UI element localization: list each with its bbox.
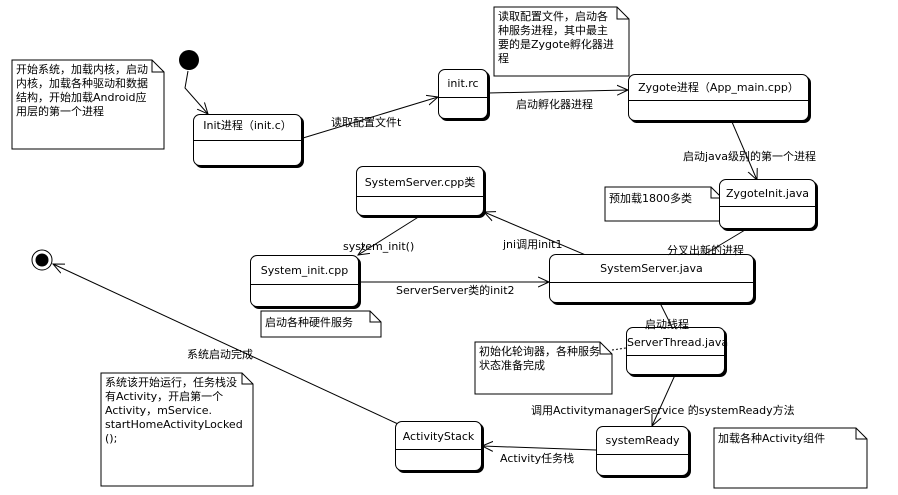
state-activity-stack: ActivityStack (395, 421, 482, 471)
note-load-activity-shape (713, 427, 868, 489)
state-init: Init进程（init.c） (193, 114, 302, 166)
state-system-server-cpp: SystemServer.cpp类 (356, 166, 484, 216)
state-zygote: Zygote进程（App_main.cpp） (628, 74, 809, 121)
edge-systemserver-to-serverthread (659, 302, 673, 328)
edge-zygote-to-zygoteinit (731, 121, 757, 180)
state-system-init-cpp: System_init.cpp (250, 255, 359, 307)
label-start-thread: 启动线程 (645, 318, 689, 331)
state-system-server-java-title: SystemServer.java (600, 262, 703, 275)
final-node-inner (35, 253, 49, 267)
note-polling: 初始化轮询器，各种服务状态准备完成 (479, 345, 600, 372)
note-load-activity: 加载各种Activity组件 (718, 432, 826, 445)
state-init-title: Init进程（init.c） (203, 119, 292, 132)
state-zygote-init-title: ZygoteInit.java (726, 187, 809, 200)
note-preload: 预加载1800多类 (609, 192, 692, 205)
state-system-init-cpp-title: System_init.cpp (260, 264, 349, 277)
edge-systemserver-to-cpp (484, 212, 589, 257)
note-polling-shape (474, 341, 613, 395)
label-read-config-file: 读取配置文件t (331, 116, 402, 129)
edge-initrc-to-zygote (487, 90, 628, 93)
note-start-system: 开始系统，加载内核，启动内核，加载各种驱动和数据结构，开始加载Android应用… (16, 63, 148, 118)
note-start-home: 系统该开始运行，任务栈没有Activity，开启第一个Activity，mSer… (105, 376, 243, 445)
label-system-start-done: 系统启动完成 (187, 348, 253, 361)
initial-node (179, 50, 199, 70)
state-activity-stack-title: ActivityStack (402, 430, 475, 443)
state-init-rc: init.rc (438, 69, 488, 119)
edge-activitystack-to-final (53, 264, 399, 425)
label-start-java-first: 启动java级别的第一个进程 (683, 150, 817, 163)
state-system-ready-title: systemReady (605, 434, 680, 447)
state-system-server-java: SystemServer.java (549, 254, 754, 303)
state-zygote-init: ZygoteInit.java (719, 179, 816, 229)
state-server-thread-title: ServerThread.java (627, 336, 729, 349)
label-fork-new: 分叉出新的进程 (667, 244, 744, 257)
edge-serverthread-to-systemready (652, 374, 676, 426)
label-system-init-call: system_init() (343, 240, 415, 253)
edge-cpp-to-systeminit (358, 215, 421, 255)
note-preload-shape (604, 186, 723, 222)
note-hardware: 启动各种硬件服务 (265, 316, 353, 329)
label-call-system-ready: 调用ActivitymanagerService 的systemReady方法 (531, 404, 795, 417)
label-init2: ServerServer类的init2 (396, 284, 515, 297)
note-hardware-shape (260, 310, 382, 338)
state-zygote-title: Zygote进程（App_main.cpp） (638, 81, 799, 94)
state-system-server-cpp-title: SystemServer.cpp类 (364, 176, 476, 189)
state-system-ready: systemReady (596, 426, 689, 476)
note-start-system-shape (11, 59, 165, 150)
label-start-incubator: 启动孵化器进程 (516, 98, 593, 111)
note-read-config: 读取配置文件，启动各种服务进程，其中最主要的是Zygote孵化器进程 (498, 10, 614, 65)
edge-initial-to-init (184, 70, 208, 114)
state-init-rc-title: init.rc (447, 77, 479, 90)
note-start-home-shape (100, 372, 254, 487)
note-anchor-polling (611, 347, 627, 351)
state-server-thread: ServerThread.java (626, 327, 729, 375)
label-activity-task-stack: Activity任务栈 (500, 452, 575, 465)
edge-zygoteinit-to-systemserver (704, 229, 746, 255)
note-read-config-shape (493, 6, 630, 77)
label-jni-init1: jni调用init1 (503, 238, 563, 251)
edge-init-to-initrc (302, 97, 438, 139)
edge-systemready-to-activitystack (482, 446, 597, 450)
